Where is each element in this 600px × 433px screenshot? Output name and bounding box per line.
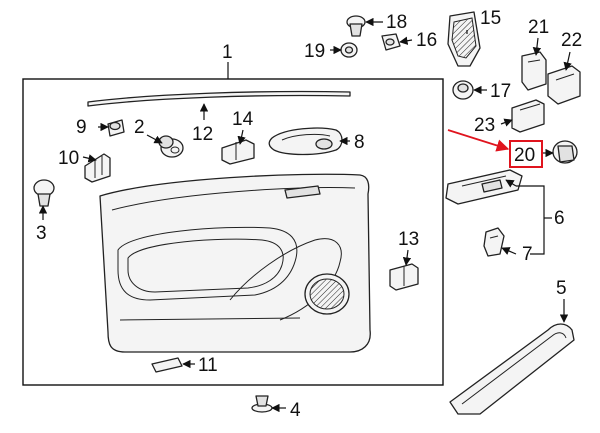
callout-14: 14 bbox=[232, 109, 254, 130]
callout-6: 6 bbox=[554, 208, 565, 229]
callout-4: 4 bbox=[290, 400, 301, 421]
callout-11: 11 bbox=[198, 355, 218, 376]
grommet-2 bbox=[158, 135, 184, 158]
callout-3: 3 bbox=[36, 223, 47, 244]
callout-16: 16 bbox=[416, 30, 437, 51]
callout-2: 2 bbox=[134, 117, 145, 138]
weatherstrip-12 bbox=[87, 90, 351, 107]
clip-9 bbox=[107, 119, 125, 137]
fastener-3 bbox=[33, 179, 55, 207]
callout-22: 22 bbox=[561, 30, 582, 51]
callout-12: 12 bbox=[192, 124, 213, 145]
trim-strip-5 bbox=[449, 323, 575, 415]
connector-20 bbox=[552, 140, 578, 164]
nut-17 bbox=[452, 80, 474, 100]
highlight-arrow bbox=[447, 129, 510, 152]
callout-18: 18 bbox=[386, 12, 407, 33]
callout-20: 20 bbox=[514, 145, 535, 166]
bracket-10 bbox=[84, 153, 111, 183]
retainer-16 bbox=[381, 33, 401, 51]
switch-13 bbox=[389, 263, 419, 291]
switch-23 bbox=[511, 99, 545, 133]
plug-18 bbox=[346, 15, 366, 37]
screw-4 bbox=[251, 395, 273, 413]
callout-1: 1 bbox=[222, 42, 233, 63]
callout-8: 8 bbox=[354, 132, 365, 153]
handle-8 bbox=[268, 127, 343, 156]
mirror-cover-15 bbox=[447, 11, 481, 67]
callout-23: 23 bbox=[474, 115, 495, 136]
callout-19: 19 bbox=[304, 41, 325, 62]
switch-14 bbox=[221, 139, 255, 165]
switch-housing-6 bbox=[445, 169, 523, 205]
callout-17: 17 bbox=[490, 81, 511, 102]
callout-21: 21 bbox=[528, 17, 549, 38]
highlight-box-20 bbox=[509, 140, 543, 168]
speaker-grille bbox=[304, 273, 350, 315]
callout-7: 7 bbox=[522, 244, 533, 265]
callout-10: 10 bbox=[58, 148, 79, 169]
callout-9: 9 bbox=[76, 117, 87, 138]
door-trim-panel bbox=[99, 173, 371, 353]
callout-5: 5 bbox=[556, 278, 567, 299]
door-panel-group-frame bbox=[22, 78, 444, 386]
bracket-7 bbox=[483, 227, 505, 257]
callout-15: 15 bbox=[480, 8, 501, 29]
switch-21 bbox=[521, 51, 547, 91]
callout-13: 13 bbox=[398, 229, 419, 250]
clip-19 bbox=[340, 42, 358, 58]
switch-22 bbox=[547, 65, 581, 105]
cover-11 bbox=[151, 357, 183, 373]
